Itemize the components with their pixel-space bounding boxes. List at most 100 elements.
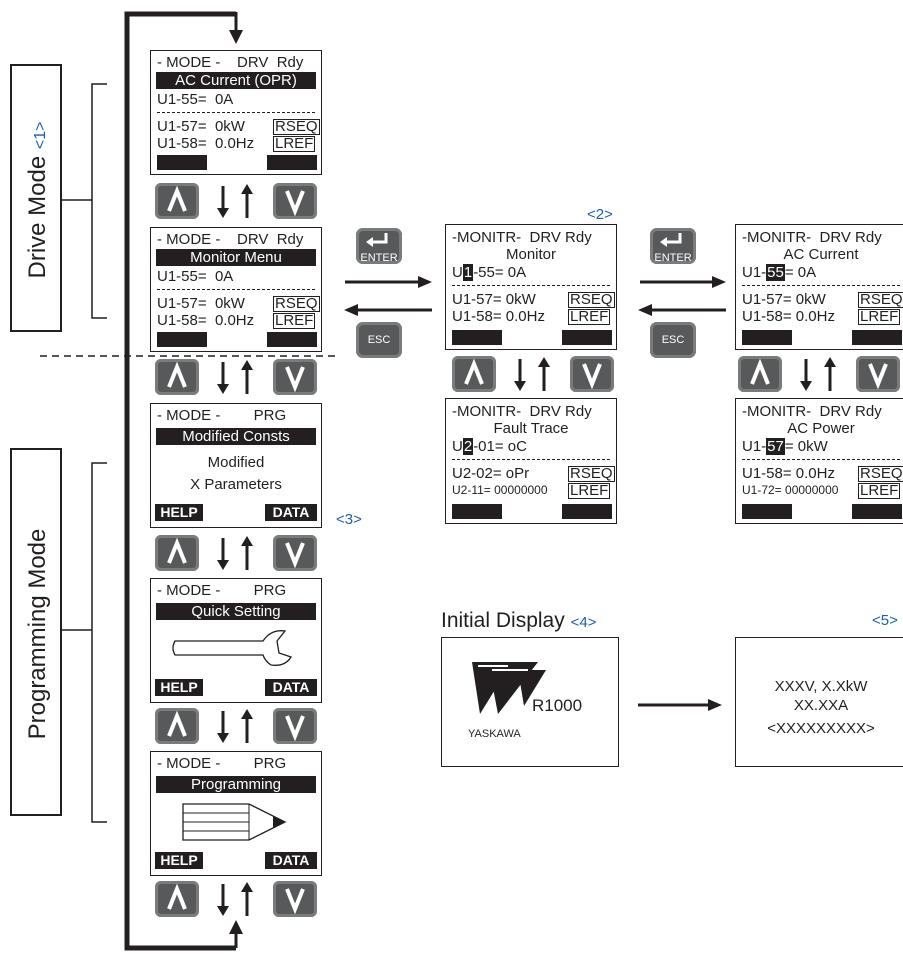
monitor-line: U1-58= 0.0Hz (742, 465, 835, 482)
down-arrow-button[interactable] (273, 535, 317, 571)
up-down-arrows-icon (217, 536, 253, 570)
up-arrow-button[interactable] (155, 535, 199, 571)
screen-monitr-fault-trace: -MONITR- DRV Rdy Fault Trace U2-01= oC U… (445, 398, 617, 524)
screen-title: Fault Trace (493, 420, 569, 437)
rseq-indicator: RSEQ (273, 118, 320, 135)
esc-button[interactable]: ESC (356, 322, 402, 358)
screen-header: - MODE - DRV Rdy (157, 54, 304, 71)
enter-label: ENTER (360, 252, 398, 264)
screen-title: Quick Setting (156, 603, 316, 620)
drive-mode-label: Drive Mode <1> (24, 121, 51, 279)
screen-title: Monitor Menu (156, 249, 316, 266)
help-button[interactable]: HELP (155, 679, 203, 696)
up-arrow-button[interactable] (452, 356, 496, 392)
monitor-selection: U1-55= 0A (452, 264, 527, 281)
rseq-indicator: RSEQ (273, 295, 320, 312)
screen-quick-setting: - MODE - PRG Quick Setting HELP DATA (150, 578, 322, 703)
key-group-3 (155, 534, 319, 572)
monitor-line: U1-57= 0kW (452, 291, 536, 308)
monitor-line: U2-11= 00000000 (452, 483, 548, 497)
monitor-line: U2-02= oPr (452, 465, 530, 482)
enter-button[interactable]: ENTER (650, 228, 696, 264)
programming-mode-box: Programming Mode (10, 448, 62, 816)
screen-header: -MONITR- DRV Rdy (742, 229, 882, 246)
down-arrow-button[interactable] (273, 359, 317, 395)
ref-2: <2> (587, 206, 613, 223)
screen-monitr-ac-power: -MONITR- DRV Rdy AC Power U1-57= 0kW U1-… (735, 398, 903, 524)
screen-header: -MONITR- DRV Rdy (452, 403, 592, 420)
key-group-6 (452, 355, 616, 393)
lref-indicator: LREF (858, 308, 901, 325)
up-arrow-button[interactable] (738, 356, 782, 392)
key-group-7 (738, 355, 902, 393)
down-arrow-button[interactable] (273, 881, 317, 917)
rating-line: <XXXXXXXXX> (767, 720, 875, 737)
data-button[interactable]: DATA (265, 504, 317, 521)
help-button[interactable]: HELP (155, 504, 203, 521)
initial-display-rating-screen: XXXV, X.XkW XX.XXA <XXXXXXXXX> (735, 637, 903, 767)
up-arrow-button[interactable] (155, 183, 199, 219)
model-label: R1000 (532, 696, 583, 715)
screen-monitor-menu: - MODE - DRV Rdy Monitor Menu U1-55= 0A … (150, 227, 322, 352)
down-arrow-button[interactable] (273, 708, 317, 744)
esc-button[interactable]: ESC (650, 322, 696, 358)
screen-header: - MODE - DRV Rdy (157, 231, 304, 248)
pencil-icon (182, 803, 287, 841)
up-down-arrows-icon (217, 184, 253, 218)
data-button[interactable]: DATA (265, 679, 317, 696)
enter-button[interactable]: ENTER (356, 228, 402, 264)
rating-line: XXXV, X.XkW (774, 678, 868, 695)
lref-indicator: LREF (858, 482, 901, 499)
ref-3: <3> (336, 511, 362, 528)
lref-indicator: LREF (273, 135, 316, 152)
screen-programming: - MODE - PRG Programming HELP DATA (150, 751, 322, 876)
monitor-selection: U1-55= 0A (742, 264, 817, 281)
monitor-line: U1-55= 0A (157, 268, 234, 285)
rating-line: XX.XXA (793, 697, 849, 714)
screen-title: Monitor (505, 246, 557, 263)
monitor-line: U1-58= 0.0Hz (157, 135, 255, 152)
rseq-indicator: RSEQ (858, 465, 903, 482)
screen-monitr-monitor: -MONITR- DRV Rdy Monitor U1-55= 0A U1-57… (445, 224, 617, 350)
monitor-line: U1-58= 0.0Hz (452, 308, 545, 325)
down-arrow-button[interactable] (570, 356, 614, 392)
down-arrow-button[interactable] (856, 356, 900, 392)
monitor-line: U1-57= 0kW (157, 295, 245, 312)
ref-4: <4> (570, 614, 597, 631)
up-arrow-button[interactable] (155, 708, 199, 744)
screen-line: Modified (207, 454, 265, 471)
down-arrow-button[interactable] (273, 183, 317, 219)
monitor-line: U1-72= 00000000 (742, 483, 839, 497)
enter-label: ENTER (654, 252, 692, 264)
key-group-1 (155, 182, 319, 220)
lref-indicator: LREF (273, 312, 316, 329)
brand-label: YASKAWA (468, 728, 521, 740)
help-button[interactable]: HELP (155, 852, 203, 869)
up-down-arrows-icon (217, 709, 253, 743)
enter-icon (366, 233, 388, 247)
screen-header: -MONITR- DRV Rdy (742, 403, 882, 420)
key-group-5 (155, 880, 319, 918)
up-arrow-button[interactable] (155, 881, 199, 917)
rseq-indicator: RSEQ (568, 465, 615, 482)
yaskawa-logo-icon (472, 662, 546, 714)
screen-line: X Parameters (190, 476, 282, 493)
key-group-4 (155, 707, 319, 745)
drive-mode-box: Drive Mode <1> (10, 64, 62, 332)
ref-5: <5> (872, 612, 898, 629)
monitor-line: U1-57= 0kW (742, 291, 826, 308)
monitor-line: U1-58= 0.0Hz (742, 308, 835, 325)
up-arrow-button[interactable] (155, 359, 199, 395)
up-down-arrows-icon (514, 357, 550, 391)
monitor-selection: U1-57= 0kW (742, 438, 828, 455)
data-button[interactable]: DATA (265, 852, 317, 869)
screen-header: - MODE - PRG (157, 407, 287, 424)
screen-header: - MODE - PRG (157, 755, 287, 772)
screen-ac-current-opr: - MODE - DRV Rdy AC Current (OPR) U1-55=… (150, 50, 322, 175)
screen-title: Programming (156, 776, 316, 793)
programming-mode-label: Programming Mode (24, 528, 51, 740)
initial-display-logo-screen: R1000 YASKAWA (441, 637, 619, 767)
enter-icon (660, 233, 682, 247)
up-down-arrows-icon (800, 357, 836, 391)
